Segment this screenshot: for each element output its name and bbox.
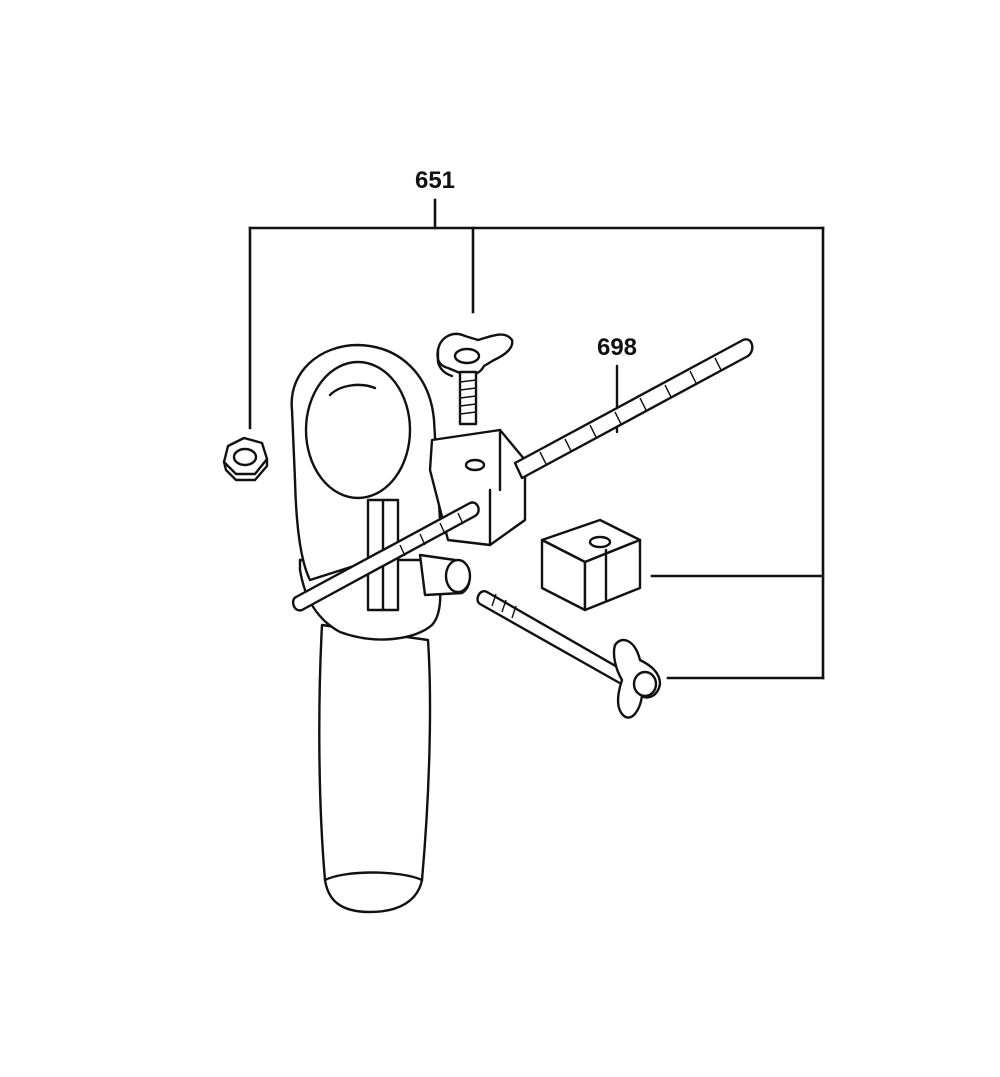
part-label-698: 698 xyxy=(597,334,637,361)
clamp-bolt xyxy=(476,590,662,719)
hex-nut xyxy=(222,436,269,482)
wing-screw xyxy=(436,332,514,426)
depth-rod-698 xyxy=(291,338,754,612)
auxiliary-handle xyxy=(290,343,472,914)
assembly-bracket-651 xyxy=(248,198,825,680)
clamp-block xyxy=(540,518,642,612)
part-label-651: 651 xyxy=(415,167,455,194)
